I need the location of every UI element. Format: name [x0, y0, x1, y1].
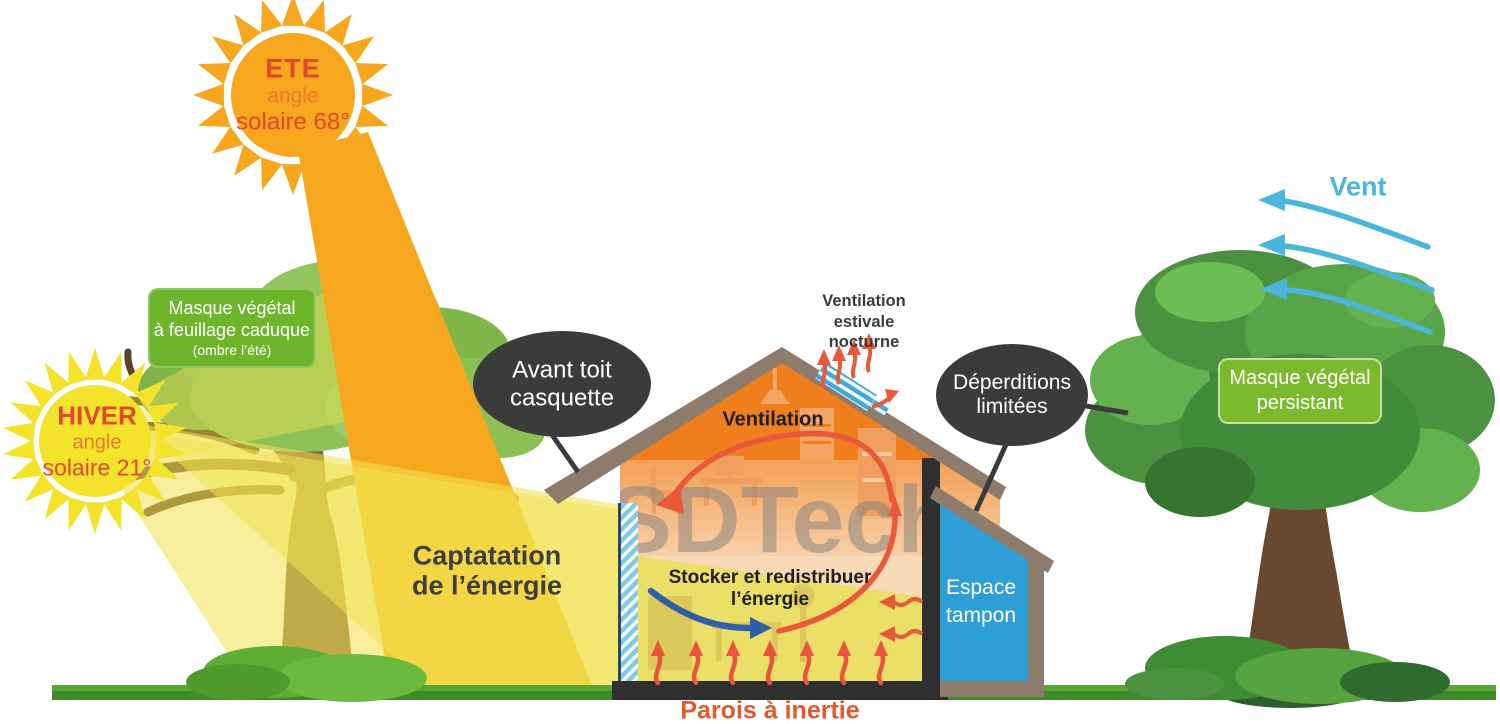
- summer-sun-title: ETE: [265, 53, 321, 84]
- summer-sun-line2: angle: [267, 84, 319, 108]
- winter-sun-title: HIVER: [57, 400, 137, 431]
- winter-sun-line3: solaire 21°: [42, 454, 152, 481]
- floor-slab: [612, 681, 948, 700]
- vent-estivale-label: Ventilation estivale nocturne: [822, 292, 906, 352]
- tampon-heat-arrows: [879, 594, 924, 642]
- skylight-vent-arrows: [817, 333, 899, 409]
- right-tree-bushes: [1125, 636, 1450, 708]
- skylight: [815, 362, 877, 411]
- left-tree-bushes: [186, 646, 427, 702]
- ventilation-label: Ventilation: [722, 408, 824, 431]
- winter-sun-rays: [2, 348, 188, 534]
- winter-sun-line2: angle: [72, 431, 122, 454]
- stock-watermark: SDTech: [609, 467, 956, 573]
- vent-label: Vent: [1329, 171, 1387, 202]
- left-wall-edge: [618, 503, 621, 683]
- callouts: [473, 331, 1129, 513]
- masque-persistant-label: Masque végétal persistant: [1218, 358, 1382, 424]
- left-wall-hatched: [621, 503, 638, 683]
- deperditions-bubble: [936, 344, 1088, 446]
- winter-sun-body: [39, 385, 151, 497]
- winter-sun-label: HIVER angle solaire 21°: [42, 400, 152, 481]
- avant-toit-label: Avant toit casquette: [509, 356, 615, 411]
- espace-tampon: [930, 486, 1054, 697]
- masque-caduque-label: Masque végétal à feuillage caduque (ombr…: [148, 288, 316, 368]
- wind-arrows: [1281, 198, 1435, 335]
- stocker-label: Stocker et redistribuer l’énergie: [668, 567, 872, 610]
- captation-label: Captatation de l’énergie: [411, 540, 563, 600]
- circulation-arrows: [647, 430, 902, 639]
- right-wall-dark: [922, 458, 940, 684]
- winter-beam-core: [145, 432, 622, 688]
- avant-toit-bubble: [473, 331, 651, 437]
- summer-sun-body: [231, 33, 355, 157]
- floor-heat-arrowheads: [651, 640, 888, 656]
- wind-arrowheads: [1258, 189, 1287, 300]
- winter-sun: [2, 348, 188, 534]
- espace-tampon-label: Espace tampon: [946, 576, 1017, 628]
- lower-furniture: [648, 584, 815, 670]
- deperditions-label: Déperditions limitées: [953, 370, 1071, 418]
- summer-sun-label: ETE angle solaire 68°: [236, 54, 350, 137]
- evergreen-tree: [1085, 250, 1495, 698]
- summer-sun-rays: [193, 0, 393, 195]
- summer-sun: [193, 0, 393, 195]
- parois-label: Parois à inertie: [680, 696, 860, 724]
- skylight-lower: [870, 399, 889, 416]
- summer-sun-line3: solaire 68°: [236, 108, 350, 136]
- roof-left: [544, 347, 782, 504]
